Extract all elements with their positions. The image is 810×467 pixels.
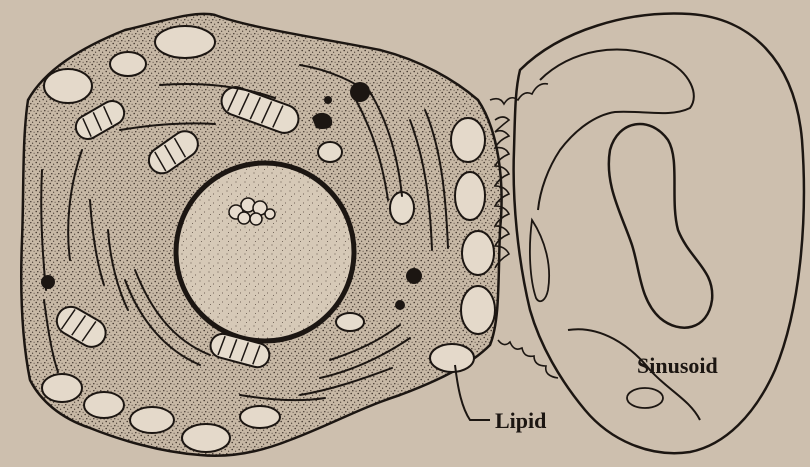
sinusoid-label: Sinusoid bbox=[637, 353, 718, 378]
nucleus bbox=[176, 163, 354, 341]
lipid-label: Lipid bbox=[495, 408, 546, 433]
